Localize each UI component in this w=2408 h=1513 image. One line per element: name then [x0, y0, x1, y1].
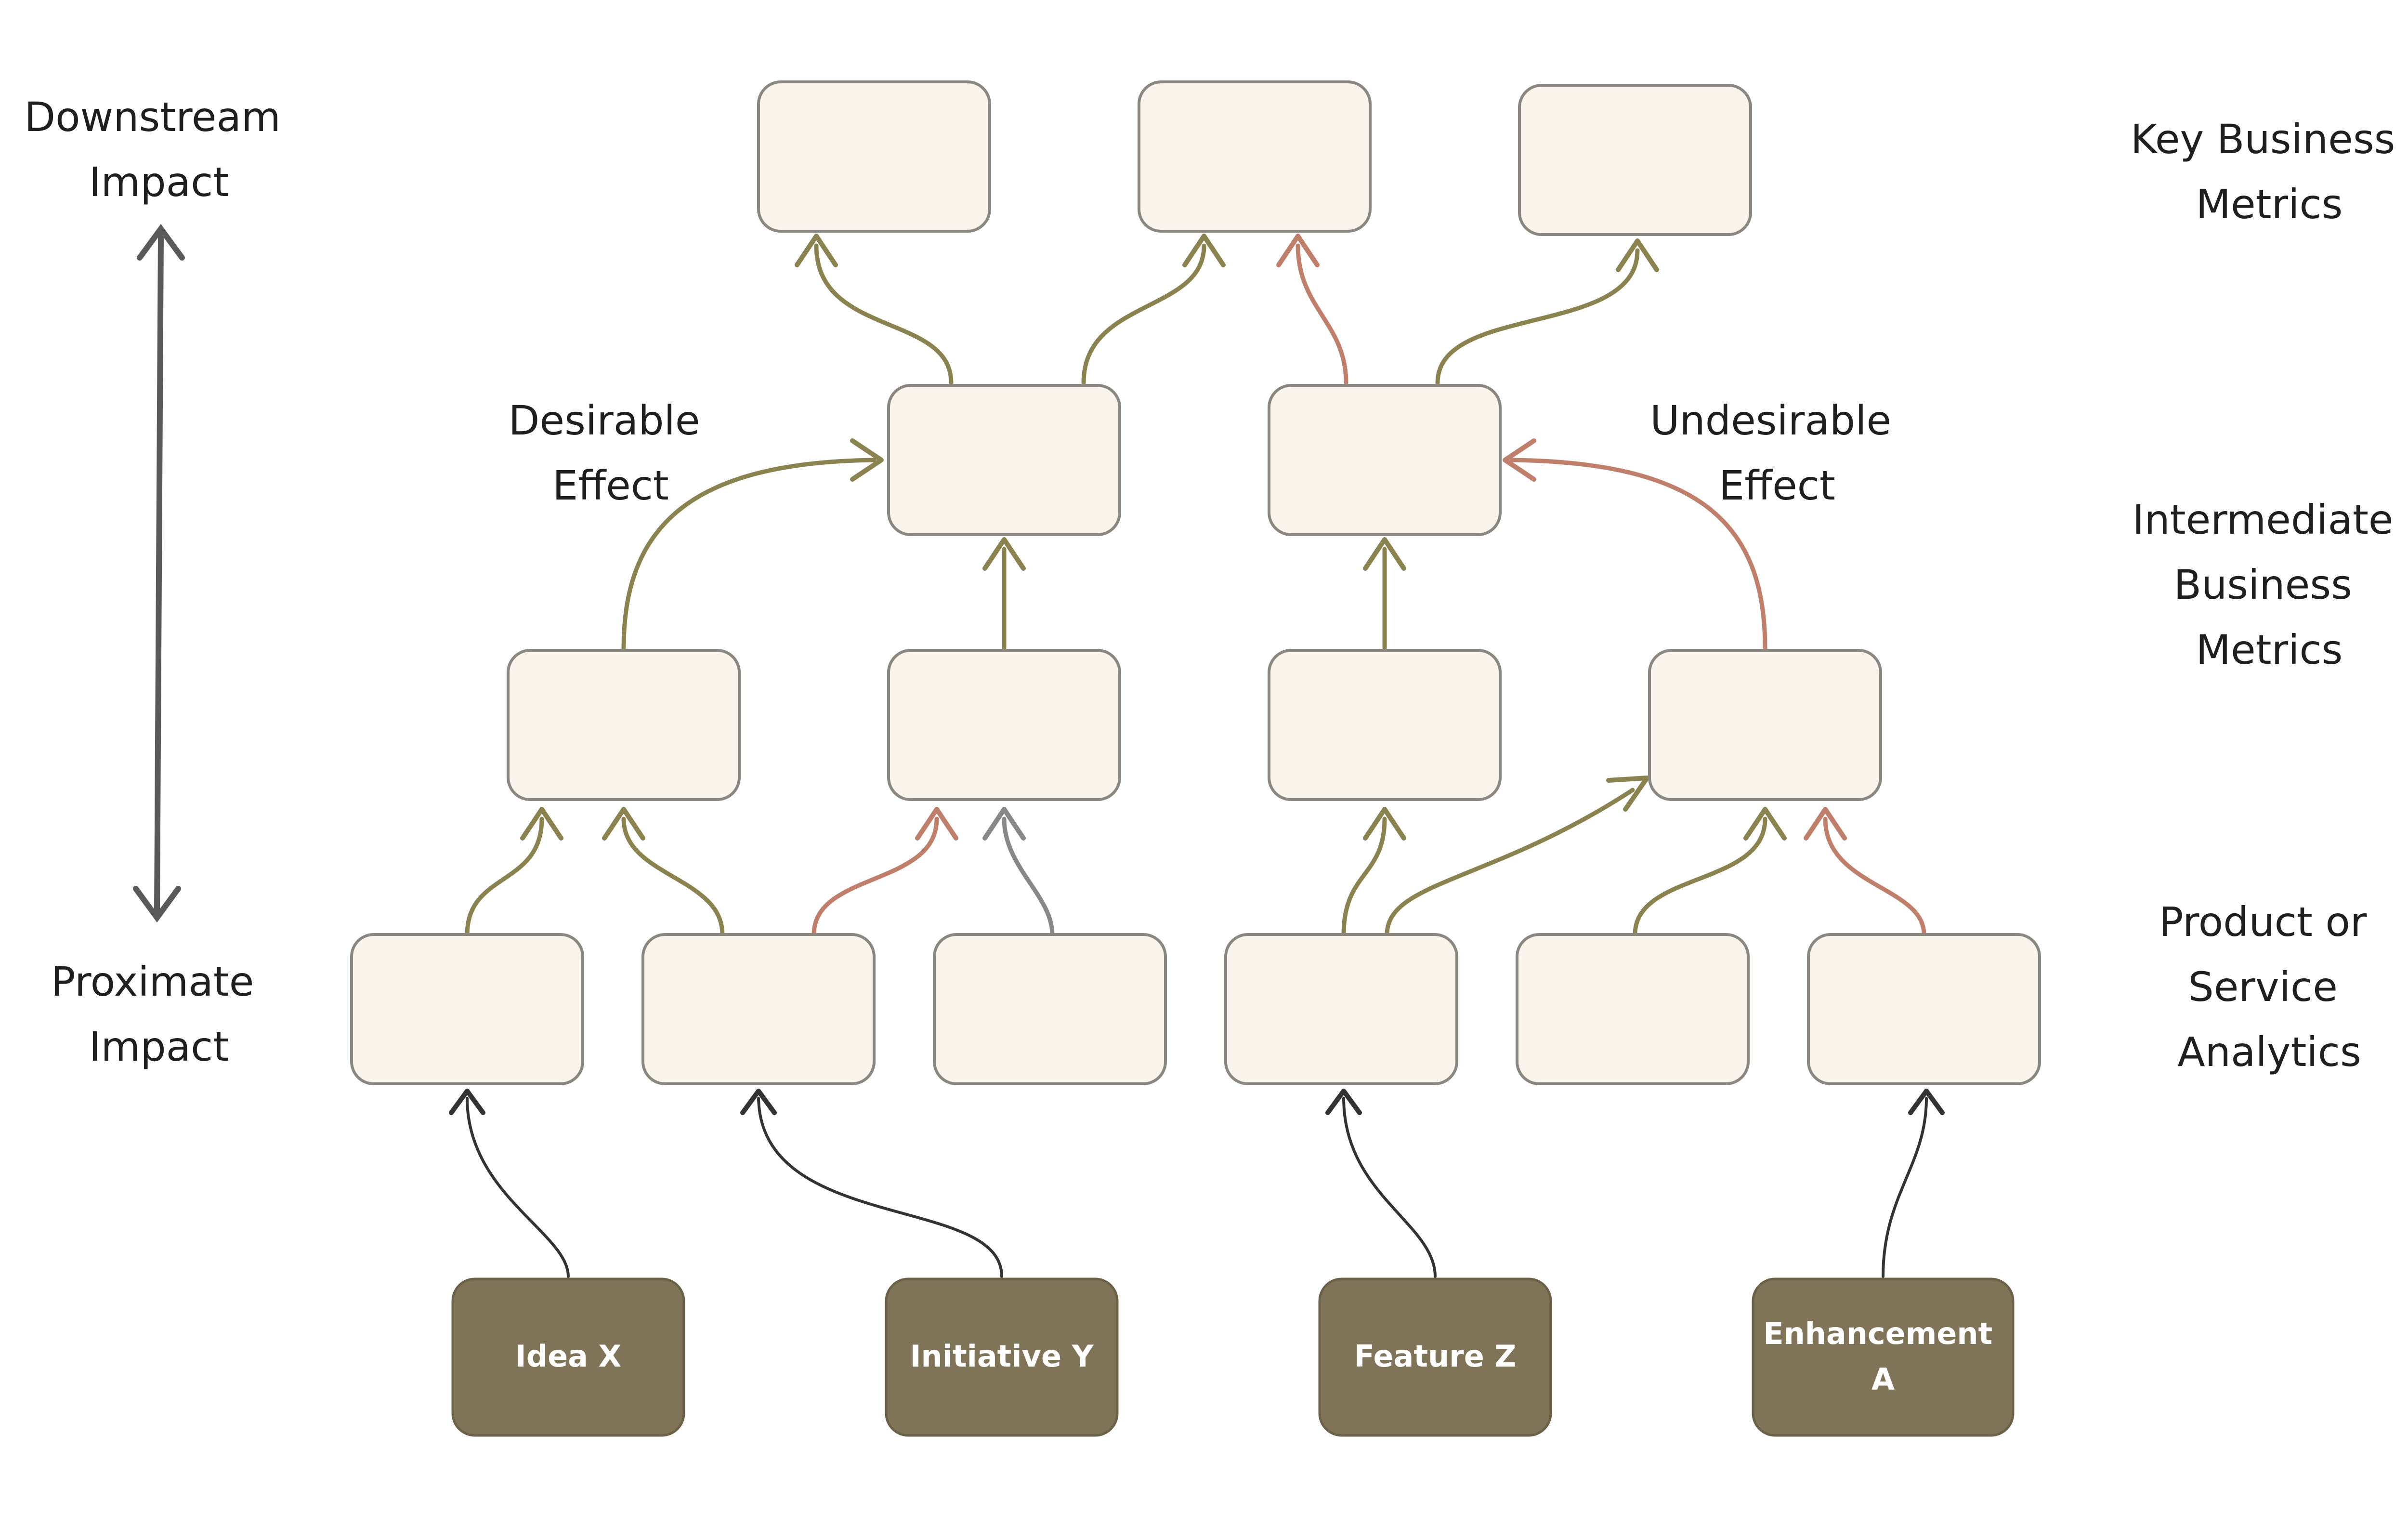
arrow-up-icon: [740, 1089, 777, 1115]
arrow-left-icon: [1503, 438, 1536, 482]
arrow-up-icon: [1276, 234, 1320, 267]
source-link: [757, 1097, 1003, 1278]
link-positive: [465, 816, 544, 937]
metric-box: [1518, 84, 1752, 236]
arrow-up-icon: [982, 537, 1026, 571]
metric-box: [887, 384, 1121, 536]
arrow-up-icon: [1908, 1089, 1945, 1115]
arrow-up-icon: [1182, 234, 1226, 267]
source-box: [1752, 1277, 2015, 1437]
source-idea-x: Idea X: [451, 1277, 685, 1437]
arrow-up-icon: [1363, 537, 1406, 571]
metric-box: [1138, 80, 1372, 233]
desirable-effect-label: Desirable Effect: [509, 397, 713, 509]
arrow-up-icon: [1363, 807, 1406, 841]
key-business-metrics-label: Key Business Metrics: [2131, 116, 2408, 228]
link-positive: [1081, 243, 1206, 385]
arrow-up-icon: [1325, 1089, 1362, 1115]
arrow-up-icon: [520, 807, 563, 841]
link-positive: [1385, 788, 1635, 937]
link-positive: [1435, 248, 1640, 385]
source-label: Initiative Y: [910, 1339, 1094, 1374]
intermediate-upper-boxes: [887, 384, 1502, 536]
metric-box: [887, 649, 1121, 801]
impact-axis-line: [154, 233, 164, 913]
link-positive: [621, 816, 725, 937]
link-positive: [1341, 816, 1387, 937]
arrow-diagonal-icon: [1606, 776, 1649, 812]
link-negative: [1296, 243, 1348, 385]
arrow-up-icon: [1743, 807, 1787, 841]
arrow-up-icon: [449, 1089, 485, 1115]
source-feature-z: Feature Z: [1318, 1277, 1552, 1437]
undesirable-effect-label: Undesirable Effect: [1650, 397, 1904, 509]
source-link: [466, 1097, 570, 1278]
product-service-analytics-label: Product or Service Analytics: [2159, 898, 2380, 1076]
arrow-up-icon: [982, 807, 1026, 841]
arrow-up-icon: [1804, 807, 1847, 841]
link-neutral: [1002, 816, 1055, 937]
axis-arrow-up-icon: [137, 224, 185, 261]
arrow-up-icon: [602, 807, 645, 841]
downstream-impact-label: Downstream Impact: [24, 93, 293, 206]
source-link: [1882, 1097, 1928, 1278]
analytics-box: [641, 933, 876, 1085]
source-box: [1318, 1277, 1552, 1437]
link-negative: [811, 816, 939, 937]
analytics-box: [1224, 933, 1458, 1085]
analytics-boxes: [350, 933, 2041, 1085]
analytics-box: [1516, 933, 1750, 1085]
impact-axis: [133, 224, 185, 923]
source-label: Enhancement A: [1763, 1316, 2002, 1397]
axis-arrow-down-icon: [133, 886, 181, 923]
proximate-impact-label: Proximate Impact: [51, 958, 267, 1070]
source-enhancement-a: Enhancement A: [1752, 1277, 2015, 1437]
arrow-up-icon: [795, 234, 838, 267]
source-label: Idea X: [515, 1339, 622, 1374]
metric-box: [1268, 384, 1502, 536]
metric-box: [507, 649, 741, 801]
link-positive: [1633, 816, 1767, 937]
source-box: [451, 1277, 685, 1437]
intermediate-lower-boxes: [507, 649, 1882, 801]
source-box: [885, 1277, 1119, 1437]
link-negative: [1510, 458, 1767, 650]
link-positive: [814, 243, 954, 385]
source-link: [1342, 1097, 1437, 1278]
sources: Idea X Initiative Y Feature Z Enhancemen…: [451, 1277, 2015, 1437]
arrow-up-icon: [1616, 238, 1659, 272]
key-business-metric-boxes: [757, 80, 1752, 236]
intermediate-business-metrics-label: Intermediate Business Metrics: [2133, 496, 2407, 673]
analytics-box: [350, 933, 584, 1085]
metric-box: [1268, 649, 1502, 801]
analytics-box: [933, 933, 1167, 1085]
arrow-right-icon: [850, 438, 884, 482]
arrow-up-icon: [915, 807, 958, 841]
link-positive: [621, 458, 877, 650]
connectors: [465, 243, 1928, 1278]
arrowheads: [449, 234, 1945, 1115]
source-initiative-y: Initiative Y: [885, 1277, 1119, 1437]
link-negative: [1823, 816, 1926, 937]
analytics-box: [1807, 933, 2041, 1085]
source-label: Feature Z: [1354, 1339, 1517, 1374]
metric-box: [757, 80, 991, 233]
metric-box: [1648, 649, 1882, 801]
